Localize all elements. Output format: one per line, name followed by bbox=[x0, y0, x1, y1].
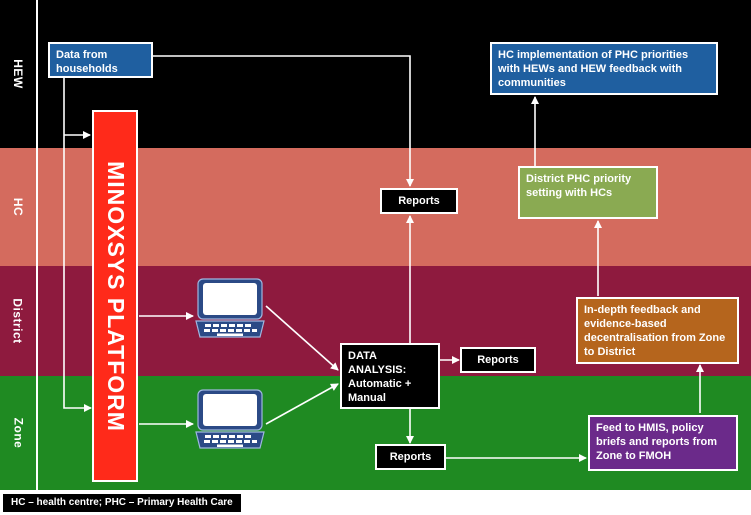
hc-implementation-label: HC implementation of PHC priorities with… bbox=[498, 49, 689, 89]
in-depth-feedback-label: In-depth feedback and evidence-based dec… bbox=[584, 304, 726, 358]
arrow-laptop-zone-to-analysis bbox=[265, 383, 339, 425]
reports-zone-label: Reports bbox=[389, 451, 432, 463]
district-phc-label: District PHC priority setting with HCs bbox=[526, 173, 632, 199]
feed-to-hmis-label: Feed to HMIS, policy briefs and reports … bbox=[596, 422, 718, 462]
hc-implementation-box: HC implementation of PHC priorities with… bbox=[490, 42, 718, 95]
data-analysis-box: DATA ANALYSIS: Automatic + Manual bbox=[340, 343, 440, 409]
abbreviation-legend: HC – health centre; PHC – Primary Health… bbox=[3, 494, 241, 512]
reports-zone-box: Reports bbox=[375, 444, 446, 470]
arrow-households-to-reports bbox=[153, 55, 414, 187]
reports-hc-label: Reports bbox=[398, 195, 440, 207]
arrow-households-to-platform-zone bbox=[63, 78, 92, 412]
minoxsys-platform-bar: MINOXSYS PLATFORM bbox=[92, 110, 138, 482]
feed-to-hmis-box: Feed to HMIS, policy briefs and reports … bbox=[588, 415, 738, 471]
reports-hc-box: Reports bbox=[380, 188, 458, 214]
data-from-households-box: Data from households bbox=[48, 42, 153, 78]
data-analysis-label: DATA ANALYSIS: Automatic + Manual bbox=[348, 350, 412, 404]
laptop-icon bbox=[195, 389, 265, 449]
reports-district-box: Reports bbox=[460, 347, 536, 373]
laptop-icon bbox=[195, 278, 265, 338]
data-from-households-label: Data from households bbox=[56, 49, 118, 75]
in-depth-feedback-box: In-depth feedback and evidence-based dec… bbox=[576, 297, 739, 364]
platform-label: MINOXSYS PLATFORM bbox=[102, 160, 129, 432]
arrow-laptop-district-to-analysis bbox=[265, 305, 339, 371]
reports-district-label: Reports bbox=[477, 354, 519, 366]
district-phc-box: District PHC priority setting with HCs bbox=[518, 166, 658, 219]
